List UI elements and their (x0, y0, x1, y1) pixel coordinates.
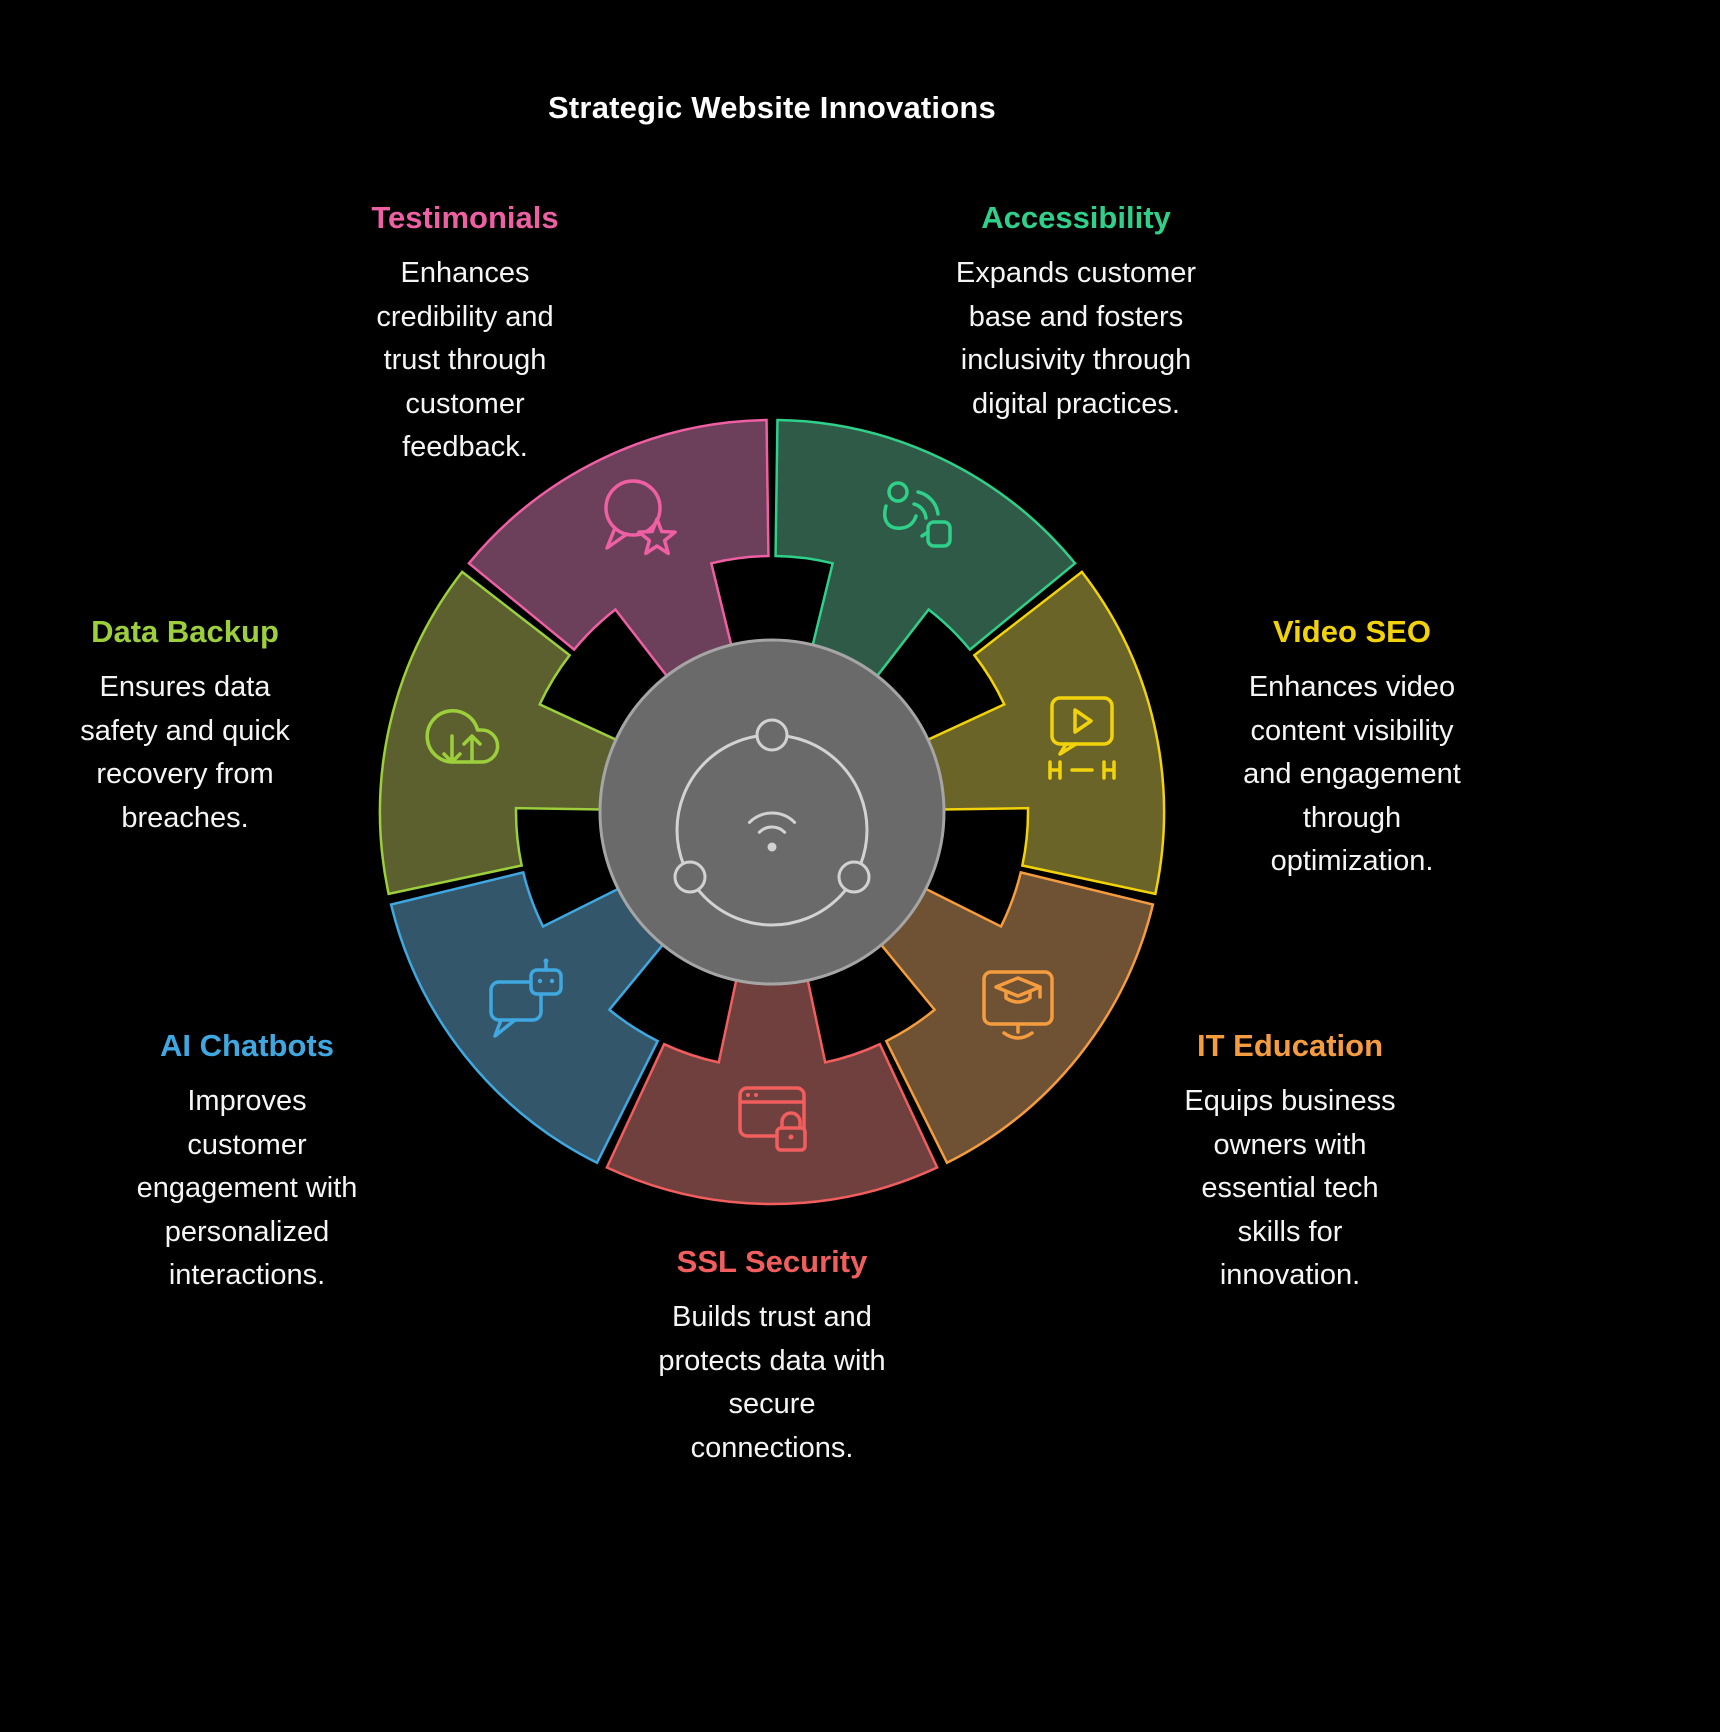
section-title-ssl-security: SSL Security (676, 1244, 868, 1279)
section-desc-video-seo: Enhances video content visibility and en… (1243, 671, 1461, 877)
segment-testimonials (467, 418, 770, 680)
section-label-video-seo: Video SEO Enhances video content visibil… (1200, 614, 1504, 884)
section-title-testimonials: Testimonials (371, 200, 559, 235)
section-label-data-backup: Data Backup Ensures data safety and quic… (33, 614, 337, 840)
video-seo-icon (1048, 696, 1116, 780)
segment-accessibility (774, 418, 1077, 680)
network-hub-icon (673, 718, 871, 927)
section-title-it-education: IT Education (1197, 1028, 1383, 1063)
testimonials-icon (604, 479, 677, 556)
section-title-video-seo: Video SEO (1273, 614, 1431, 649)
data-backup-icon (425, 709, 500, 764)
section-title-accessibility: Accessibility (981, 200, 1171, 235)
section-label-ai-chatbots: AI Chatbots Improves customer engagement… (95, 1028, 399, 1298)
section-desc-it-education: Equips business owners with essential te… (1184, 1085, 1396, 1291)
accessibility-icon (883, 481, 952, 548)
section-desc-accessibility: Expands customer base and fosters inclus… (955, 257, 1197, 420)
segment-video-seo (924, 570, 1166, 896)
infographic-title: Strategic Website Innovations (548, 90, 996, 125)
segment-ai-chatbots (389, 870, 666, 1165)
segment-it-education (878, 870, 1155, 1165)
ai-chatbots-icon (489, 958, 563, 1038)
section-label-ssl-security: SSL Security Builds trust and protects d… (612, 1244, 932, 1470)
section-label-testimonials: Testimonials Enhances credibility and tr… (315, 200, 615, 470)
section-desc-data-backup: Ensures data safety and quick recovery f… (80, 671, 290, 834)
section-label-accessibility: Accessibility Expands customer base and … (880, 200, 1272, 426)
ssl-security-icon (738, 1086, 807, 1152)
section-title-ai-chatbots: AI Chatbots (160, 1028, 334, 1063)
segment-ssl-security (605, 976, 939, 1206)
section-desc-testimonials: Enhances credibility and trust through c… (376, 257, 554, 463)
section-desc-ai-chatbots: Improves customer engagement with person… (136, 1085, 358, 1291)
section-desc-ssl-security: Builds trust and protects data with secu… (658, 1301, 886, 1464)
wheel-segments (378, 418, 1166, 1206)
segment-data-backup (378, 570, 620, 896)
section-label-it-education: IT Education Equips business owners with… (1138, 1028, 1442, 1298)
it-education-icon (982, 970, 1054, 1040)
section-title-data-backup: Data Backup (91, 614, 279, 649)
